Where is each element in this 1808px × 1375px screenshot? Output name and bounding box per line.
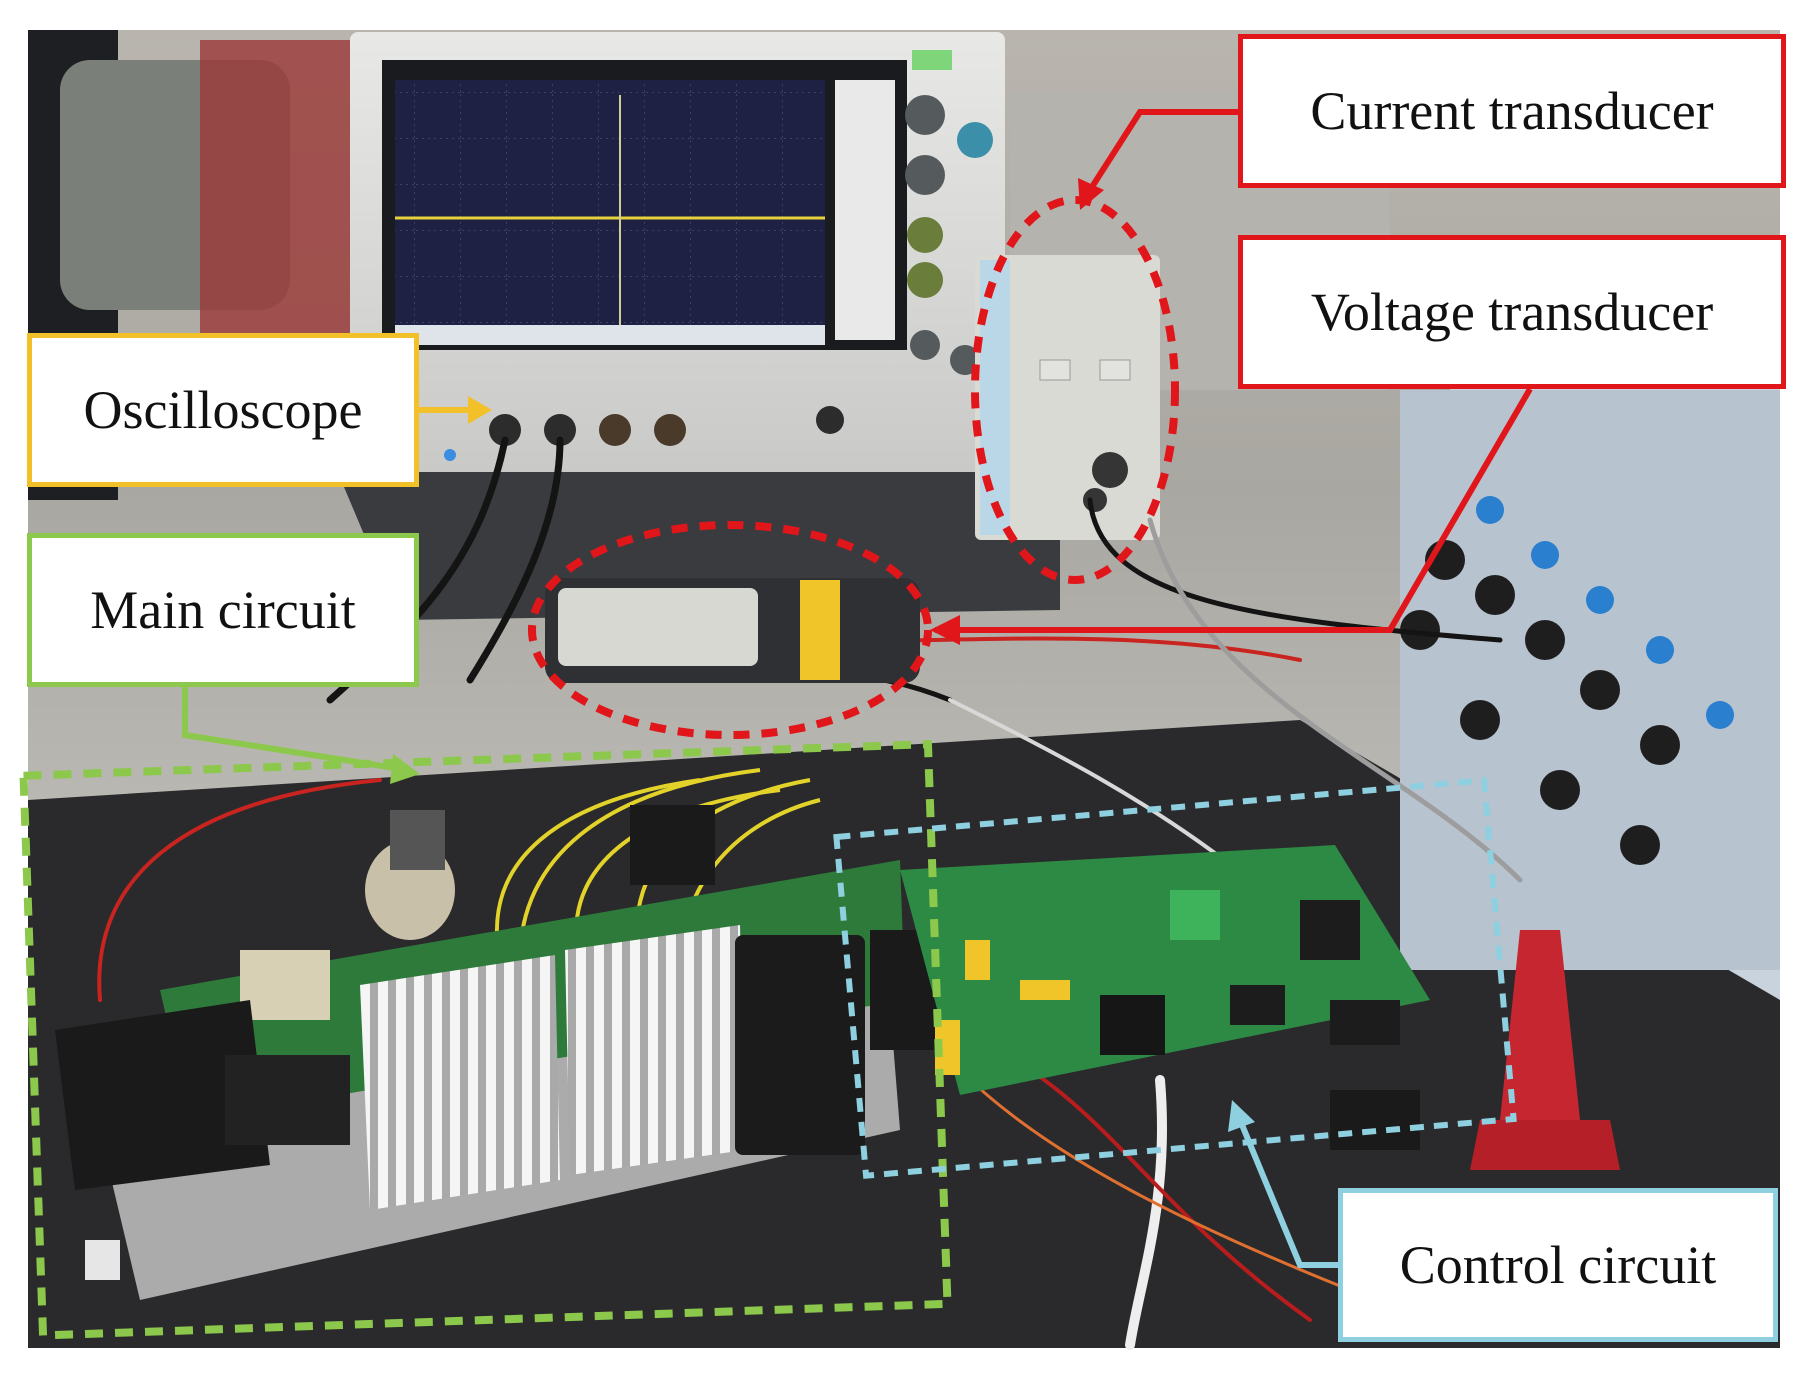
oscilloscope-label: Oscilloscope <box>27 333 419 487</box>
main-circuit-label: Main circuit <box>27 533 419 687</box>
voltage-transducer-label: Voltage transducer <box>1238 235 1786 389</box>
control-circuit-label: Control circuit <box>1338 1188 1778 1342</box>
current-transducer-label: Current transducer <box>1238 34 1786 188</box>
